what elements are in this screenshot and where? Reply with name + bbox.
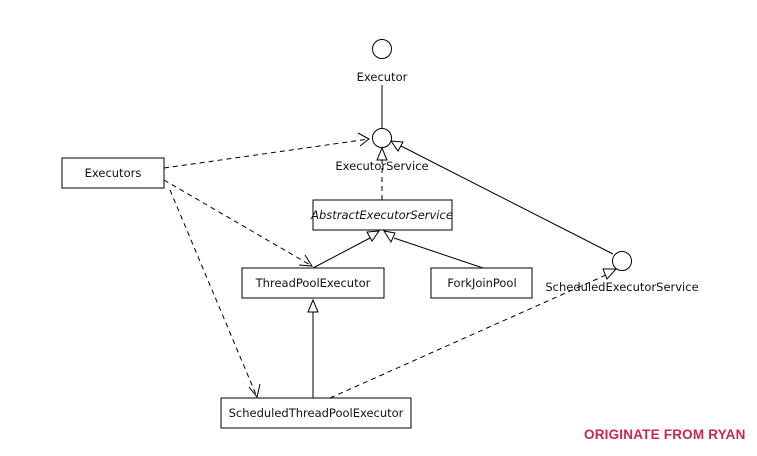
edge-executors-threadpoolexecutor (163, 179, 313, 267)
generalization-arrowhead (307, 298, 319, 313)
dependency-arrowhead (248, 383, 261, 399)
abstractexecutorservice-class-label: AbstractExecutorService (310, 208, 453, 222)
watermark-text: ORIGINATE FROM RYAN (584, 427, 746, 442)
threadpoolexecutor-class-label: ThreadPoolExecutor (255, 276, 371, 290)
scheduledexecutorservice-interface-icon (612, 251, 632, 271)
realization-arrowhead (376, 146, 388, 161)
executorservice-label: ExecutorService (335, 159, 428, 173)
scheduledthreadpoolexecutor-class[interactable]: ScheduledThreadPoolExecutor (220, 397, 412, 429)
generalization-arrowhead (382, 230, 396, 244)
edge-executors-scheduledthreadpoolexecutor (169, 189, 258, 398)
executor-interface-icon (372, 39, 392, 59)
edge-scheduledexecutorservice-executorservice (400, 145, 614, 255)
executors-class-label: Executors (85, 166, 142, 180)
executorservice-interface-icon (372, 128, 392, 148)
edge-threadpoolexecutor-abstractexecutorservice (312, 237, 371, 269)
edge-forkjoinpool-abstractexecutorservice (393, 237, 484, 269)
forkjoinpool-class[interactable]: ForkJoinPool (430, 267, 533, 299)
executors-class[interactable]: Executors (61, 157, 165, 189)
edge-executors-executorservice (163, 138, 370, 169)
realization-arrowhead (602, 268, 618, 280)
scheduledexecutorservice-label: ScheduledExecutorService (545, 280, 698, 294)
forkjoinpool-class-label: ForkJoinPool (447, 276, 516, 290)
abstractexecutorservice-class[interactable]: AbstractExecutorService (310, 199, 453, 231)
dependency-arrowhead (357, 132, 370, 147)
dependency-arrowhead (298, 254, 313, 267)
scheduledthreadpoolexecutor-class-label: ScheduledThreadPoolExecutor (229, 406, 404, 420)
executor-label: Executor (357, 70, 408, 84)
generalization-arrowhead (366, 230, 381, 242)
threadpoolexecutor-class[interactable]: ThreadPoolExecutor (241, 267, 385, 299)
generalization-arrowhead (389, 140, 404, 152)
